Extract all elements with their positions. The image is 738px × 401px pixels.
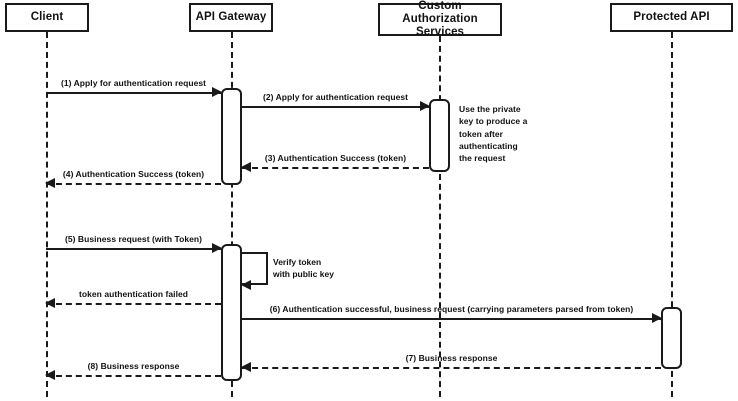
- lifeline-protected-api: [671, 32, 673, 397]
- message-7-label: (7) Business response: [405, 353, 498, 363]
- message-1-line: [46, 92, 221, 94]
- message-7-line: [242, 367, 661, 369]
- self-message-verify-token-label: Verify token with public key: [273, 257, 334, 280]
- message-5-label: (5) Business request (with Token): [64, 234, 203, 244]
- activation-custom-authorization-services: [429, 99, 450, 172]
- arrowhead-right-icon: [212, 87, 222, 97]
- participant-box-custom-authorization-services[interactable]: Custom Authorization Services: [378, 0, 502, 39]
- activation-api-gateway-auth: [221, 88, 242, 185]
- message-4-line: [46, 183, 221, 185]
- activation-api-gateway-business: [221, 244, 242, 381]
- arrowhead-left-icon: [241, 162, 251, 172]
- lifeline-custom-authorization-services: [439, 36, 441, 397]
- arrowhead-right-icon: [212, 243, 222, 253]
- message-8-label: (8) Business response: [87, 361, 180, 371]
- message-token-authentication-failed-line: [46, 303, 221, 305]
- participant-label-protected-api: Protected API: [633, 10, 710, 23]
- participant-box-protected-api[interactable]: Protected API: [610, 3, 733, 32]
- participant-box-client[interactable]: Client: [5, 3, 89, 32]
- message-8-line: [46, 375, 221, 377]
- message-3-line: [242, 167, 429, 169]
- arrowhead-left-icon: [45, 298, 55, 308]
- participant-label-api-gateway: API Gateway: [195, 10, 267, 23]
- message-6-line: [242, 318, 661, 320]
- message-4-label: (4) Authentication Success (token): [62, 169, 205, 179]
- message-2-label: (2) Apply for authentication request: [262, 92, 409, 102]
- message-6-label: (6) Authentication successful, business …: [269, 304, 634, 314]
- arrowhead-left-icon: [45, 370, 55, 380]
- arrowhead-right-icon: [652, 313, 662, 323]
- message-1-label: (1) Apply for authentication request: [60, 78, 207, 88]
- self-message-arrowhead-icon: [241, 280, 251, 290]
- participant-label-custom-authorization-services: Custom Authorization Services: [402, 0, 478, 39]
- participant-label-client: Client: [30, 10, 64, 23]
- arrowhead-left-icon: [241, 362, 251, 372]
- message-3-label: (3) Authentication Success (token): [264, 153, 407, 163]
- lifeline-client: [46, 32, 48, 397]
- message-2-line: [242, 106, 429, 108]
- activation-protected-api: [661, 307, 682, 369]
- note-private-key: Use the private key to produce a token a…: [459, 104, 528, 164]
- participant-box-api-gateway[interactable]: API Gateway: [189, 3, 273, 32]
- arrowhead-right-icon: [420, 101, 430, 111]
- lifeline-api-gateway: [231, 32, 233, 397]
- message-5-line: [46, 248, 221, 250]
- message-token-authentication-failed-label: token authentication failed: [78, 289, 189, 299]
- arrowhead-left-icon: [45, 178, 55, 188]
- self-message-verify-token[interactable]: [242, 252, 268, 285]
